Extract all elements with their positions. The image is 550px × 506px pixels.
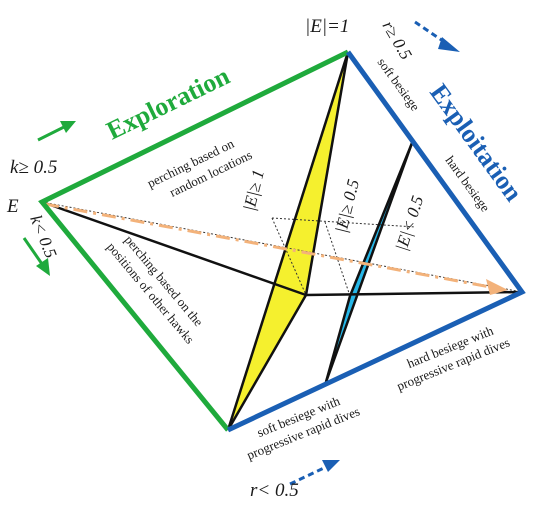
e-top-label: |E|=1: [305, 16, 349, 37]
k-ge-arrow: [37, 121, 76, 142]
k-lt-arrow: [22, 237, 50, 276]
exploration-title: Exploration: [102, 61, 235, 146]
e-left-label: E: [6, 196, 19, 217]
exploitation-border: [226, 50, 526, 433]
perch-others-text: perching based on the positions of other…: [104, 232, 206, 346]
hard-dives-text: hard besiege with progressive rapid dive…: [394, 323, 511, 394]
soft-besiege-label: soft besiege: [375, 55, 424, 114]
e-ge-1-label: |E|≥ 1: [239, 168, 268, 213]
r-ge-arrow: [414, 20, 460, 52]
solid-edges: [41, 51, 523, 431]
exploration-border: [38, 49, 350, 432]
e-lt-05-label: |E|< 0.5: [392, 193, 428, 253]
r-lt-label: r< 0.5: [250, 480, 299, 501]
r-lt-arrow: [289, 460, 340, 486]
e-ge-05-label: |E|≥ 0.5: [331, 177, 363, 235]
k-ge-label: k≥ 0.5: [10, 157, 57, 178]
trajectory-arrow: [44, 202, 508, 295]
